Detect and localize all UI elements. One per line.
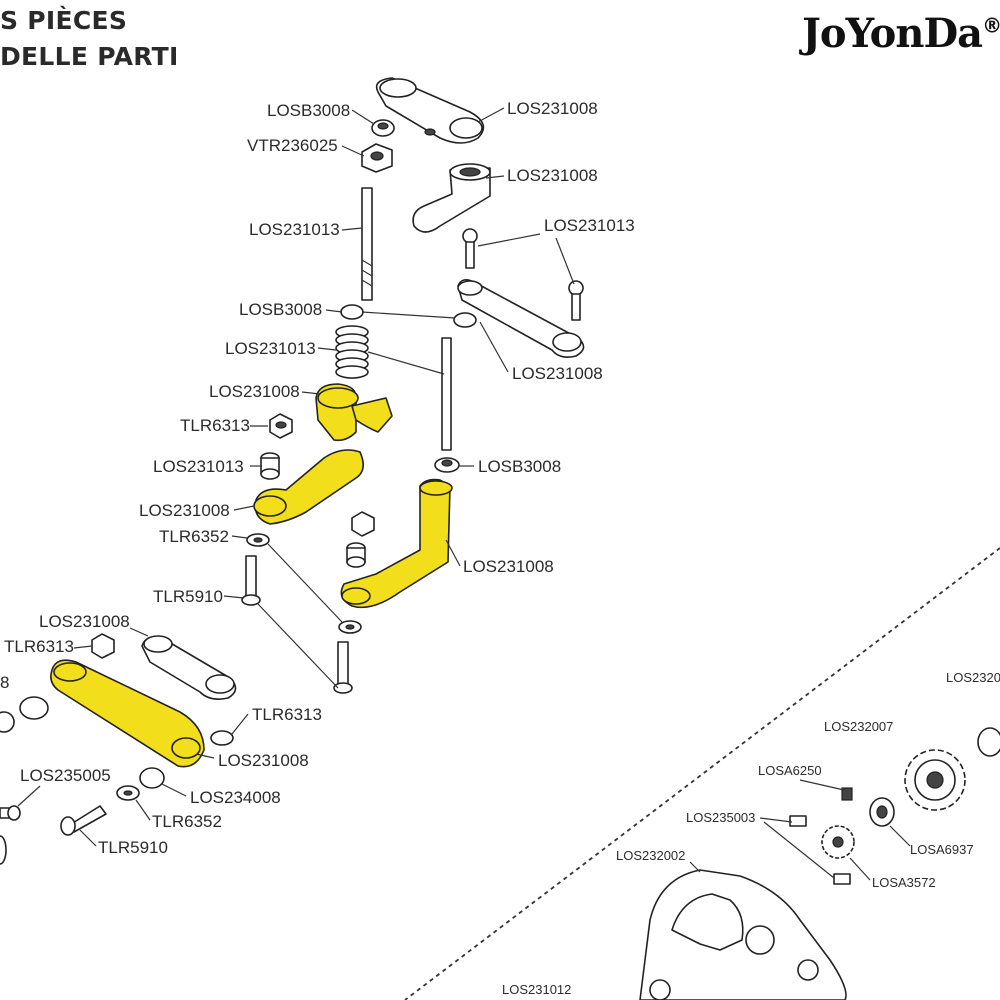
nut-vtr236025: [361, 143, 393, 173]
nut-small-mid: [351, 511, 375, 537]
leader-lines: [17, 107, 911, 881]
nut-tlr6313-a: [269, 413, 293, 439]
label-los2320-edge: LOS2320: [946, 670, 1000, 685]
label-los231008-a: LOS231008: [507, 99, 598, 118]
washers-tlr6352: [116, 533, 362, 801]
label-tlr6352-a: TLR6352: [159, 527, 229, 546]
label-tlr5910-b: TLR5910: [98, 838, 168, 857]
bearing-edge-right: [977, 727, 1000, 757]
servo-saver-top-arm: [375, 77, 485, 144]
screw-left-edge: [0, 805, 21, 865]
long-pin-shaft: [441, 337, 452, 451]
label-tlr6352-b: TLR6352: [152, 812, 222, 831]
label-tlr5910-a: TLR5910: [153, 587, 223, 606]
bearing-losb3008-low: [434, 457, 460, 473]
label-los231012: LOS231012: [502, 982, 571, 997]
label-losa6937: LOSA6937: [910, 842, 974, 857]
drag-link-arm: [457, 278, 585, 358]
servo-saver-body-yellow: [315, 383, 393, 442]
label-los231013-a: LOS231013: [249, 220, 340, 239]
registered-mark: ®: [982, 13, 1000, 38]
ball-studs: [462, 228, 584, 321]
post-shaft-los231013: [361, 187, 373, 301]
label-losb3008-top: LOSB3008: [267, 101, 350, 120]
bell-crank-right-yellow: [340, 478, 453, 609]
brand-logo: JoYonDa®: [802, 10, 1000, 57]
label-tlr6313-a: TLR6313: [180, 416, 250, 435]
label-los234008: LOS234008: [190, 788, 281, 807]
set-screw-losa6250: [841, 787, 853, 801]
servo-arm-lower: [141, 635, 237, 700]
label-los231008-g: LOS231008: [39, 612, 130, 631]
gear-los232007: [904, 749, 966, 811]
bearing-losb3008-top: [371, 119, 395, 137]
spring: [335, 325, 369, 379]
label-losa3572: LOSA3572: [872, 875, 936, 890]
label-tlr6313-c: TLR6313: [252, 705, 322, 724]
pinion-losa3572: [821, 825, 855, 859]
label-los235005: LOS235005: [20, 766, 111, 785]
label-los232007: LOS232007: [824, 719, 893, 734]
header-line-2: DELLE PARTI: [0, 42, 179, 71]
bushings-left: [0, 696, 234, 789]
label-los231008-b: LOS231008: [507, 166, 598, 185]
label-los231008-c: LOS231008: [512, 364, 603, 383]
label-vtr236025: VTR236025: [247, 136, 338, 155]
brand-name: JoYonDa: [802, 10, 983, 57]
bearing-losb3008-mid: [340, 304, 477, 328]
gearbox-housing-los232002: [639, 869, 847, 1000]
screws-los235003: [789, 815, 851, 885]
screws-tlr5910: [60, 555, 353, 836]
drag-link-yellow: [50, 659, 205, 768]
nut-tlr6313-b: [91, 633, 115, 659]
label-los231013-c: LOS231013: [225, 339, 316, 358]
label-edge-8: 8: [0, 673, 9, 692]
label-los235003: LOS235003: [686, 810, 755, 825]
bushing-mid: [346, 542, 366, 568]
bell-crank-left-yellow: [253, 449, 364, 525]
label-losb3008-low: LOSB3008: [478, 457, 561, 476]
label-los231008-d: LOS231008: [209, 382, 300, 401]
label-los232002: LOS232002: [616, 848, 685, 863]
label-los231008-h: LOS231008: [218, 751, 309, 770]
label-losa6250: LOSA6250: [758, 763, 822, 778]
label-los231008-e: LOS231008: [139, 501, 230, 520]
label-tlr6313-b: TLR6313: [4, 637, 74, 656]
label-los231008-f: LOS231008: [463, 557, 554, 576]
bushing-los231013-d: [260, 452, 280, 480]
label-los231013-b: LOS231013: [544, 216, 635, 235]
servo-arm-upper: [412, 163, 491, 233]
bearing-losa6937: [869, 797, 895, 827]
label-los231013-d: LOS231013: [153, 457, 244, 476]
label-losb3008-mid: LOSB3008: [239, 300, 322, 319]
header-line-1: S PIÈCES: [0, 6, 128, 35]
